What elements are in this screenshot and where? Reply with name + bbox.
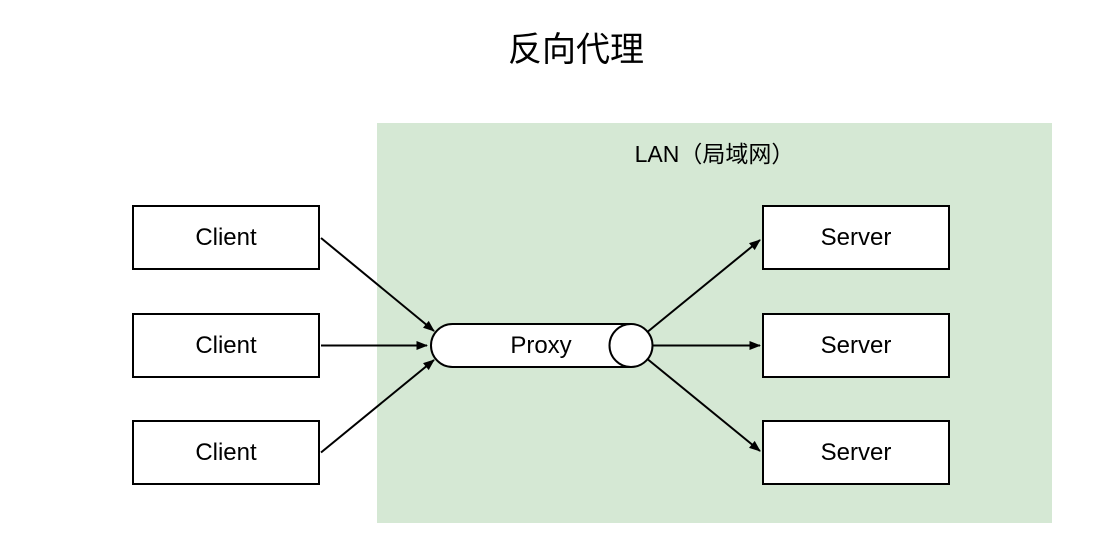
proxy-node <box>430 323 654 368</box>
client-label: Client <box>195 438 257 466</box>
client-node-1: Client <box>132 205 320 270</box>
server-label: Server <box>820 331 892 359</box>
edge-proxy-server3 <box>646 358 761 452</box>
client-node-3: Client <box>132 420 320 485</box>
client-node-2: Client <box>132 313 320 378</box>
proxy-label: Proxy <box>510 331 572 359</box>
client-label: Client <box>195 331 257 359</box>
edge-proxy-server1 <box>646 239 761 333</box>
lan-label: LAN（局域网） <box>634 141 795 167</box>
client-label: Client <box>195 223 257 251</box>
server-node-3: Server <box>762 420 950 485</box>
server-label: Server <box>820 438 892 466</box>
server-node-1: Server <box>762 205 950 270</box>
proxy-end-circle <box>608 323 654 368</box>
edge-client1-proxy <box>320 237 435 332</box>
server-label: Server <box>820 223 892 251</box>
diagram-title: 反向代理 <box>508 31 644 69</box>
edge-client3-proxy <box>320 359 435 454</box>
server-node-2: Server <box>762 313 950 378</box>
